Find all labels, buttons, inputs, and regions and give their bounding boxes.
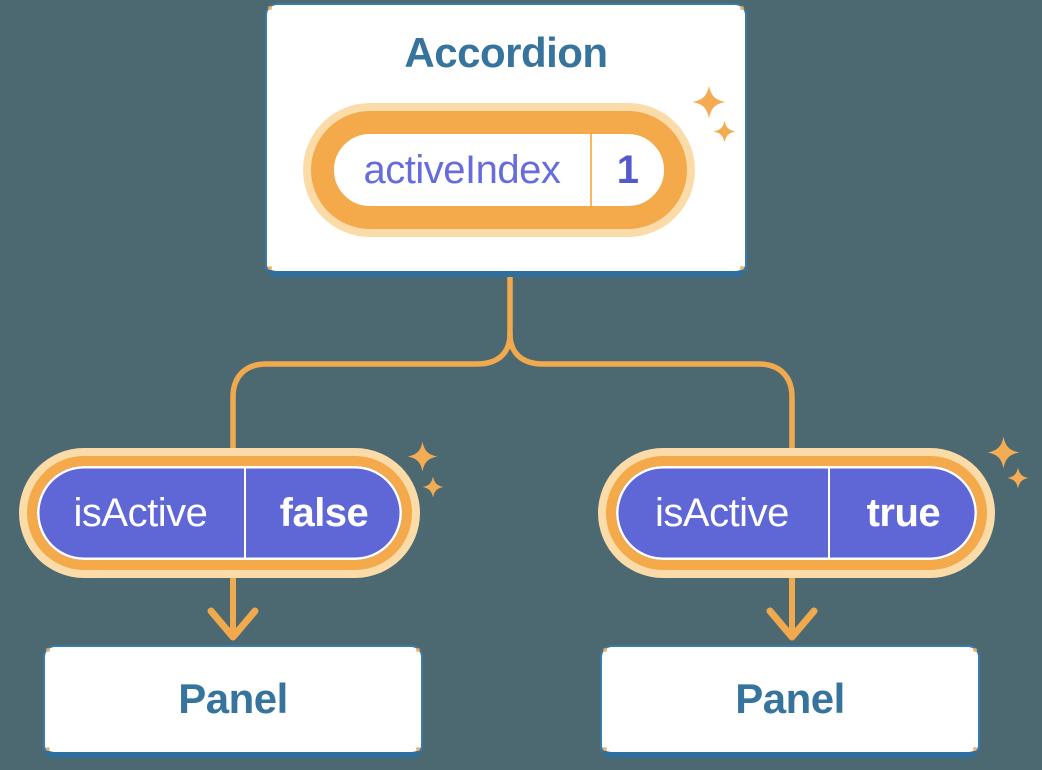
corner-dot [416,747,420,751]
state-pill-value-cell: 1 [589,134,664,206]
prop-pill-isactive-true: isActive true [606,456,987,570]
corner-dot [973,648,977,652]
sparkle-icon [1007,467,1029,489]
prop-pill-value-cell: false [243,466,402,560]
panel-component-card-left: Panel [43,645,423,758]
corner-dot [603,747,607,751]
sparkle-icon [692,85,726,119]
prop-pill-value-cell: true [827,466,977,560]
corner-dot [416,648,420,652]
prop-pill-value: true [866,490,941,535]
corner-dot [603,648,607,652]
sparkle-icon [407,441,438,472]
prop-pill-name: isActive [73,490,208,535]
corner-dot [46,648,50,652]
corner-dot [973,747,977,751]
sparkle-icon [713,120,736,143]
corner-dot [268,6,272,10]
prop-pill-name: isActive [655,490,789,535]
prop-pill-value: false [279,490,369,535]
panel-title-right: Panel [735,674,845,722]
arrow-head-right-icon [766,607,818,641]
state-pill-name: activeIndex [363,147,561,192]
prop-pill-name-cell: isActive [37,466,244,560]
connector-branch-left [230,331,513,453]
arrow-head-left-icon [207,607,259,641]
corner-dot [740,6,744,10]
prop-pill-isactive-false: isActive false [27,456,412,570]
corner-dot [46,747,50,751]
corner-dot [268,266,272,270]
sparkle-icon [422,476,444,498]
state-pill-value: 1 [616,147,640,192]
prop-pill-name-cell: isActive [616,466,828,560]
accordion-title: Accordion [404,29,608,76]
sparkle-icon [987,436,1020,469]
state-pill-activeindex: activeIndex 1 [311,111,687,229]
connector-branch-right [507,331,795,453]
state-pill-name-cell: activeIndex [334,134,590,206]
panel-title-left: Panel [178,674,288,722]
panel-component-card-right: Panel [600,645,980,758]
corner-dot [740,266,744,270]
